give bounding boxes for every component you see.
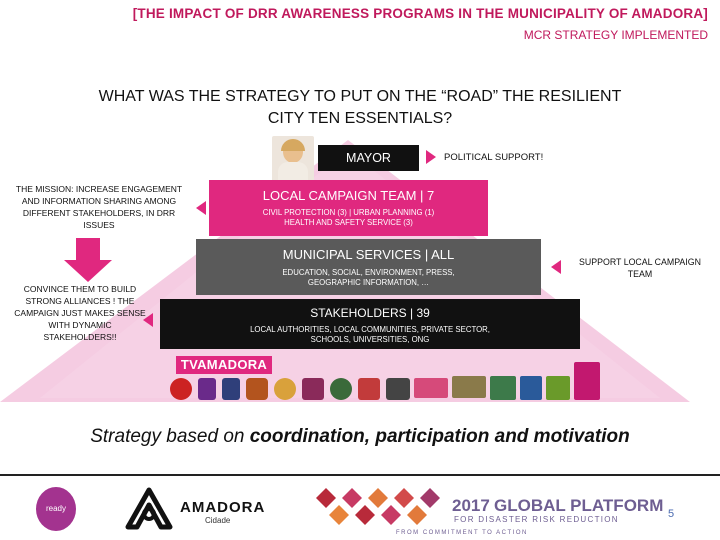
partner-logo (246, 378, 268, 400)
stakeholders-title: STAKEHOLDERS | 39 (310, 306, 430, 320)
gp-tagline: FROM COMMITMENT TO ACTION (396, 530, 528, 536)
partner-logo (222, 378, 240, 400)
services-title: MUNICIPAL SERVICES | ALL (282, 247, 455, 262)
tvamadora-logo: TVAMADORA (176, 356, 272, 374)
main-question-line1: WHAT WAS THE STRATEGY TO PUT ON THE “ROA… (98, 88, 622, 105)
campaign-line2: HEALTH AND SAFETY SERVICE (3) (284, 218, 413, 227)
partner-logo (330, 378, 352, 400)
convince-line1: CONVINCE THEM TO BUILD (23, 284, 137, 294)
partner-logo (170, 378, 192, 400)
partner-logo (302, 378, 324, 400)
gp-year: 2017 (452, 496, 490, 515)
header-title: [THE IMPACT OF DRR AWARENESS PROGRAMS IN… (132, 6, 708, 21)
partner-logo (358, 378, 380, 400)
mission-line1: THE MISSION: INCREASE ENGAGEMENT (15, 184, 183, 194)
support-team-arrow (551, 260, 561, 274)
partner-logo (414, 378, 448, 398)
convince-text: CONVINCE THEM TO BUILD STRONG ALLIANCES … (4, 283, 156, 343)
mission-line3: DIFFERENT STAKEHOLDERS, IN DRR (22, 208, 176, 218)
partner-logo (546, 376, 570, 400)
strategy-caption: Strategy based on coordination, particip… (0, 426, 720, 448)
down-arrow-icon (64, 238, 112, 282)
support-team-line2: TEAM (627, 269, 653, 279)
partner-logo (452, 376, 486, 398)
convince-arrow (143, 313, 153, 327)
main-question: WHAT WAS THE STRATEGY TO PUT ON THE “ROA… (60, 86, 660, 130)
stakeholders-line1: LOCAL AUTHORITIES, LOCAL COMMUNITIES, PR… (250, 325, 490, 334)
partner-logo (198, 378, 216, 400)
mayor-photo (272, 136, 314, 182)
partner-logos-row1 (170, 362, 650, 402)
support-team-text: SUPPORT LOCAL CAMPAIGN TEAM (565, 256, 715, 280)
mayor-box: MAYOR (318, 145, 419, 171)
services-line2: GEOGRAPHIC INFORMATION, … (307, 278, 430, 287)
municipal-services-bar: MUNICIPAL SERVICES | ALL EDUCATION, SOCI… (196, 239, 541, 295)
main-question-line2: CITY TEN ESSENTIALS? (267, 110, 453, 127)
mayor-label: MAYOR (346, 151, 391, 165)
political-support-arrow (426, 150, 436, 164)
amadora-wordmark: AMADORA (180, 499, 266, 516)
footer-divider (0, 474, 720, 476)
local-campaign-team-bar: LOCAL CAMPAIGN TEAM | 7 CIVIL PROTECTION… (209, 180, 488, 236)
partner-logo (386, 378, 410, 400)
convince-line5: STAKEHOLDERS!! (43, 332, 117, 342)
mission-arrow (196, 201, 206, 215)
campaign-title: LOCAL CAMPAIGN TEAM | 7 (262, 188, 435, 203)
ready-badge-text: ready (45, 504, 66, 513)
strategy-prefix: Strategy based on (90, 426, 250, 447)
header-subtitle: MCR STRATEGY IMPLEMENTED (523, 28, 708, 42)
stakeholders-bar: STAKEHOLDERS | 39 LOCAL AUTHORITIES, LOC… (160, 299, 580, 349)
stakeholders-line2: SCHOOLS, UNIVERSITIES, ONG (310, 335, 430, 344)
campaign-line1: CIVIL PROTECTION (3) | URBAN PLANNING (1… (262, 208, 435, 217)
strategy-bold: coordination, participation and motivati… (249, 426, 630, 447)
gp-subtitle: FOR DISASTER RISK REDUCTION (454, 515, 619, 524)
ready-badge: ready (36, 487, 76, 531)
political-support-text: POLITICAL SUPPORT! (444, 152, 544, 163)
partner-logo (574, 362, 600, 400)
amadora-cidade: Cidade (205, 516, 231, 525)
convince-line2: STRONG ALLIANCES ! THE (25, 296, 135, 306)
gp-title: GLOBAL PLATFORM (494, 496, 664, 515)
page-number: 5 (668, 508, 675, 520)
amadora-logo-icon (125, 487, 173, 530)
global-platform-pattern-icon (316, 488, 440, 525)
convince-line4: WITH DYNAMIC (48, 320, 112, 330)
partner-logo (490, 376, 516, 400)
tvamadora-logo-text: TVAMADORA (180, 357, 268, 372)
mission-text: THE MISSION: INCREASE ENGAGEMENT AND INF… (6, 183, 192, 231)
partner-logo (520, 376, 542, 400)
partner-logo (274, 378, 296, 400)
mission-line4: ISSUES (83, 220, 115, 230)
services-line1: EDUCATION, SOCIAL, ENVIRONMENT, PRESS, (282, 268, 455, 277)
support-team-line1: SUPPORT LOCAL CAMPAIGN (579, 257, 701, 267)
convince-line3: CAMPAIGN JUST MAKES SENSE (14, 308, 146, 318)
mission-line2: AND INFORMATION SHARING AMONG (21, 196, 177, 206)
